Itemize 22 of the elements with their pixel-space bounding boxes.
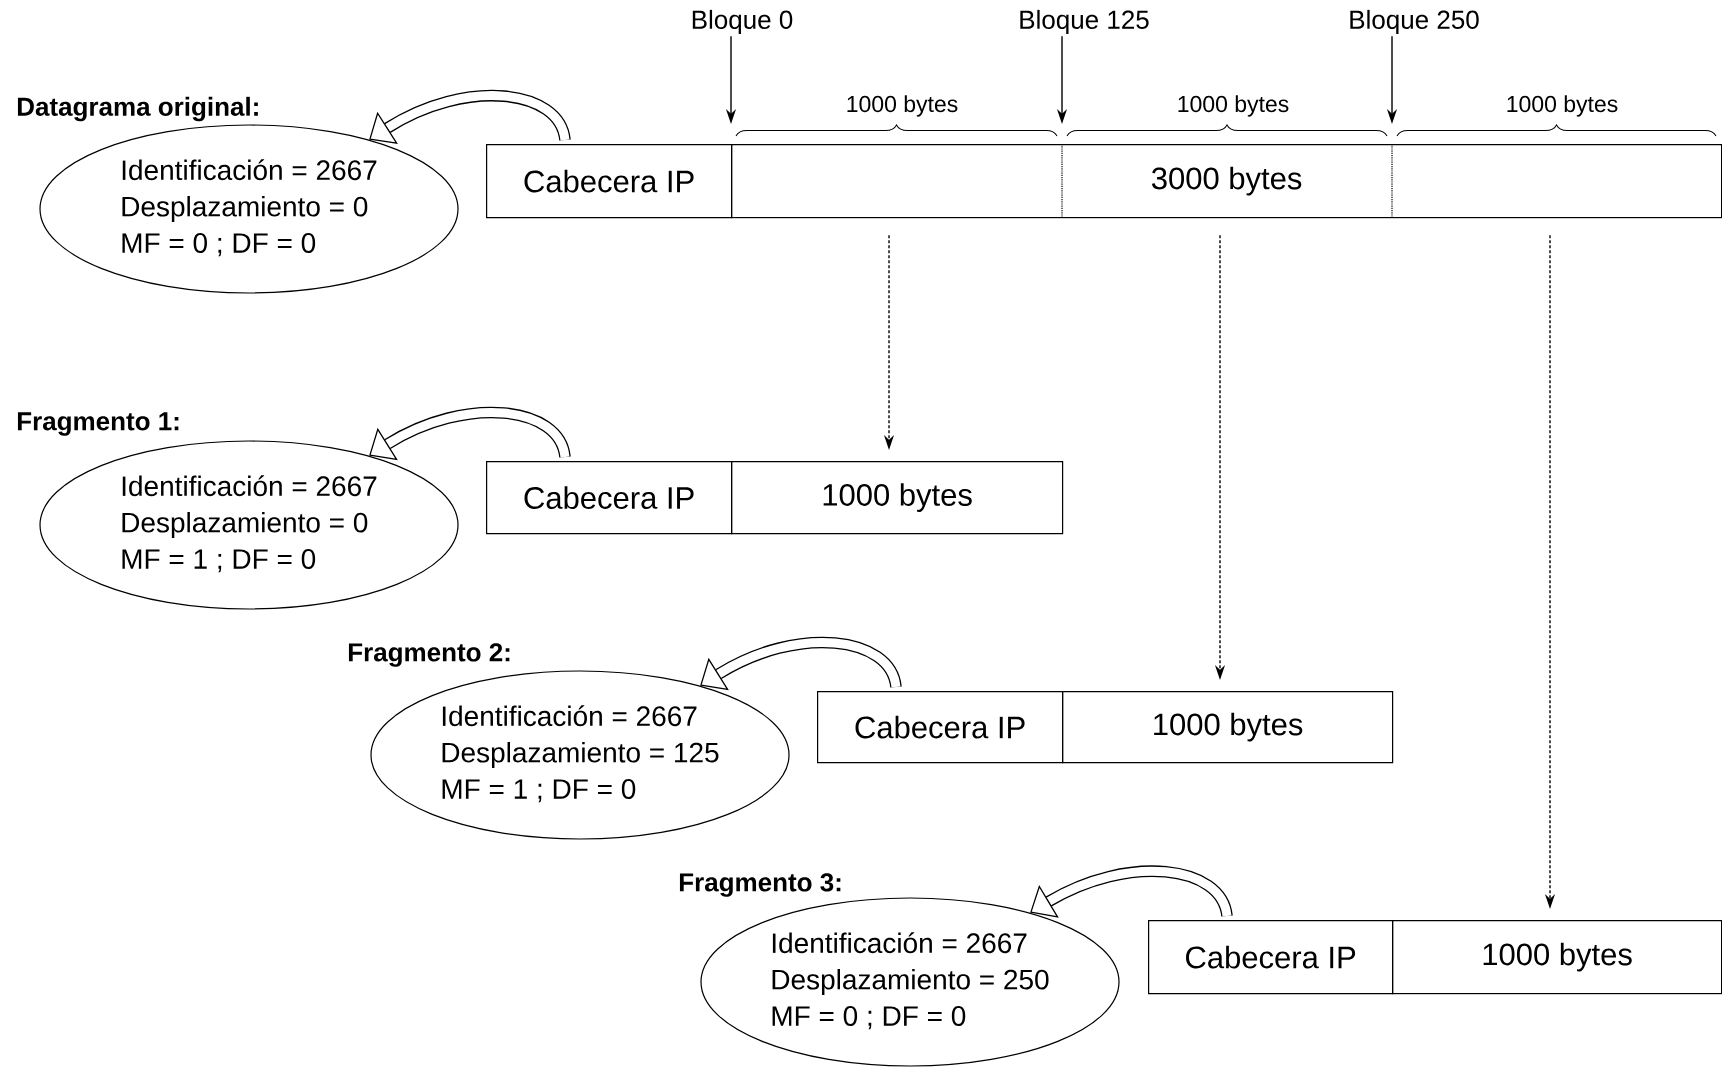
curved-arrow — [369, 406, 571, 461]
packet-field: Cabecera IP — [486, 144, 733, 219]
fragment-heading: Fragmento 3: — [679, 873, 841, 897]
packet-field: Cabecera IP — [817, 691, 1064, 764]
curved-arrow — [1030, 865, 1233, 918]
curved-arrow — [369, 90, 571, 144]
packet-field: 3000 bytes — [731, 144, 1722, 219]
size-label: 1000 bytes — [1178, 95, 1289, 117]
fragment-heading: Fragmento 2: — [348, 643, 510, 667]
size-label: 1000 bytes — [1507, 95, 1618, 117]
fragment-heading: Fragmento 1: — [17, 412, 179, 436]
packet-field: Cabecera IP — [486, 460, 733, 535]
packet-field: 1000 bytes — [1062, 691, 1394, 764]
curved-arrow — [700, 636, 902, 691]
block-label: Bloque 250 — [1350, 9, 1479, 35]
packet-field: 1000 bytes — [1392, 920, 1722, 995]
block-label: Bloque 0 — [692, 9, 793, 35]
fragment-heading: Datagrama original: — [17, 96, 258, 122]
size-label: 1000 bytes — [847, 95, 958, 117]
packet-field: Cabecera IP — [1148, 920, 1394, 995]
block-label: Bloque 125 — [1020, 9, 1149, 35]
packet-field: 1000 bytes — [731, 460, 1064, 535]
